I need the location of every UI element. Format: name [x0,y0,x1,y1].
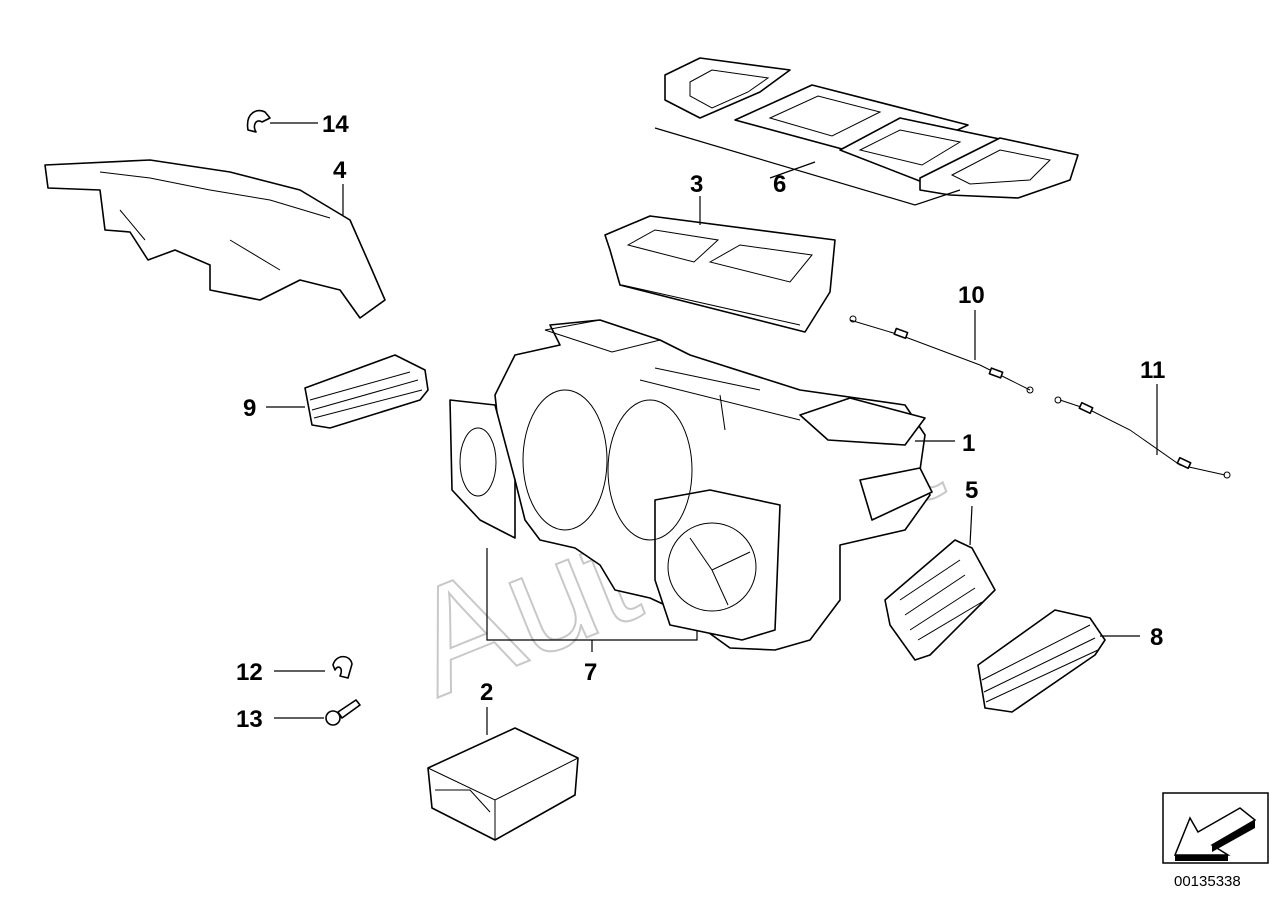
callout-12: 12 [236,659,263,686]
part-8-duct-connector[interactable] [977,609,1106,713]
part-6-leader [769,161,816,179]
part-9-duct-connector[interactable] [304,354,429,429]
callout-4: 4 [333,157,347,184]
part-2-box[interactable] [427,727,579,841]
callout-13: 13 [236,706,263,733]
part-5-grille[interactable] [884,539,996,661]
callout-7: 7 [584,659,597,686]
callout-9: 9 [243,395,256,422]
callout-6: 6 [773,171,786,198]
callout-11: 11 [1140,357,1165,384]
part-11-cable[interactable] [1054,396,1231,479]
part-10-cable[interactable] [849,315,1034,394]
callout-5: 5 [965,477,978,504]
callout-1: 1 [962,430,975,457]
orientation-arrow-icon [1162,792,1269,864]
callout-2: 2 [480,679,493,706]
callout-10: 10 [958,282,985,309]
part-12-clip[interactable] [332,655,353,679]
part-5-leader [969,505,973,546]
part-6-filter-frames[interactable] [664,57,1079,199]
part-1-heater-housing[interactable] [449,319,933,651]
part-4-upper-duct[interactable] [44,159,386,319]
part-13-bolt[interactable] [325,699,361,726]
callout-8: 8 [1150,624,1163,651]
callout-14: 14 [322,111,349,138]
part-6-bracket-line [654,127,961,206]
callout-3: 3 [690,171,703,198]
part-3-filter-housing[interactable] [604,215,836,333]
part-14-clip[interactable] [246,109,271,133]
diagram-reference-number: 00135338 [1174,873,1241,890]
